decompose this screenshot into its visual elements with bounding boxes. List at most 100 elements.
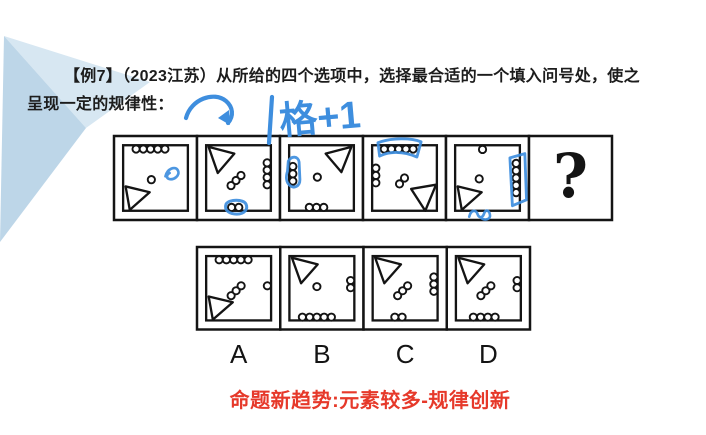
circle xyxy=(429,272,439,282)
puzzle-cell-q5 xyxy=(444,134,531,222)
triangle xyxy=(373,256,403,285)
annotation-arrowhead xyxy=(218,110,230,125)
circle xyxy=(490,312,500,322)
blue-ink-mark xyxy=(285,155,302,189)
circle xyxy=(227,202,237,213)
circle xyxy=(474,174,484,184)
handwritten-annotation: 格+1 xyxy=(183,94,362,146)
ribbon-shape-lower xyxy=(0,36,86,242)
circle xyxy=(511,158,521,169)
circle xyxy=(214,255,224,265)
circle xyxy=(262,180,272,190)
blue-ink-mark xyxy=(164,166,180,181)
circle xyxy=(511,187,521,198)
circle xyxy=(486,281,496,291)
circle xyxy=(297,312,307,322)
circle xyxy=(131,144,141,154)
puzzle-cell-q3 xyxy=(278,134,365,222)
ribbon-shape-upper xyxy=(4,36,150,128)
option-labels: A B C D xyxy=(197,339,530,370)
circle xyxy=(477,144,488,155)
circle xyxy=(305,312,315,322)
option-label-d: D xyxy=(478,339,498,369)
puzzle-cell-B xyxy=(279,245,365,331)
circle xyxy=(319,202,329,213)
option-label-b: B xyxy=(313,339,331,369)
blue-ink-mark xyxy=(508,152,528,208)
annotation-arrow-stroke xyxy=(183,94,234,126)
circle xyxy=(288,176,298,186)
circle xyxy=(229,255,239,265)
puzzle-cell-q6: ? xyxy=(527,134,614,222)
circle xyxy=(262,281,272,291)
circle xyxy=(399,173,410,183)
puzzle-cell-C xyxy=(362,245,448,331)
circle xyxy=(483,312,493,322)
puzzle-cell-q2 xyxy=(195,134,282,222)
circle xyxy=(319,312,329,322)
triangle xyxy=(409,183,438,212)
circle xyxy=(262,158,272,168)
circle xyxy=(468,312,478,322)
corner-ribbon-decoration xyxy=(0,36,150,242)
circle xyxy=(371,170,381,181)
triangle xyxy=(324,145,353,174)
blue-ink-mark xyxy=(224,198,249,216)
triangle xyxy=(290,256,319,285)
cell-border xyxy=(527,134,614,222)
circle xyxy=(390,312,400,322)
puzzle-cell-q4 xyxy=(361,134,448,222)
circle xyxy=(408,144,418,154)
circle xyxy=(312,172,322,182)
circle xyxy=(288,161,298,172)
option-label-a: A xyxy=(229,339,248,369)
circle xyxy=(371,163,381,173)
circle xyxy=(511,166,521,176)
circle xyxy=(146,175,156,185)
circle xyxy=(512,283,522,293)
circle xyxy=(236,255,246,265)
triangle xyxy=(124,185,151,212)
triangle xyxy=(207,145,236,175)
option-label-c: C xyxy=(395,339,415,369)
circle xyxy=(312,312,322,322)
blue-ink-mark xyxy=(376,137,423,159)
circle xyxy=(429,279,439,289)
circle xyxy=(262,165,272,175)
option-figure-strip xyxy=(195,245,532,331)
circle xyxy=(311,202,322,213)
circle xyxy=(346,275,356,286)
circle xyxy=(288,169,298,179)
question-mark-glyph: ? xyxy=(553,142,588,212)
circle xyxy=(153,144,163,154)
triangle xyxy=(456,185,483,212)
circle xyxy=(371,178,381,188)
footer-highlight-note: 命题新趋势:元素较多-规律创新 xyxy=(229,390,511,412)
circle xyxy=(234,202,244,213)
circle xyxy=(326,312,336,322)
circle xyxy=(429,286,439,296)
circle xyxy=(138,144,148,154)
circle xyxy=(236,281,246,291)
circle xyxy=(304,202,314,213)
circle xyxy=(397,312,407,322)
circle xyxy=(403,281,413,291)
circle xyxy=(511,180,521,190)
triangle xyxy=(457,256,486,285)
circle xyxy=(243,255,253,265)
circle xyxy=(145,144,156,154)
circle xyxy=(394,179,405,189)
puzzle-cell-D xyxy=(445,245,532,331)
question-figure-strip: ? xyxy=(112,134,614,222)
question-title-line2: 呈现一定的规律性： xyxy=(27,96,174,113)
circle xyxy=(221,255,231,265)
circle xyxy=(476,312,486,322)
circle xyxy=(511,173,521,183)
puzzle-cell-A xyxy=(195,245,282,331)
circle xyxy=(262,172,272,183)
circle xyxy=(160,144,170,154)
triangle xyxy=(207,295,234,321)
circle xyxy=(236,170,246,181)
question-title-line1: 【例7】（2023江苏）从所给的四个选项中，选择最合适的一个填入问号处，使之 xyxy=(64,68,640,85)
